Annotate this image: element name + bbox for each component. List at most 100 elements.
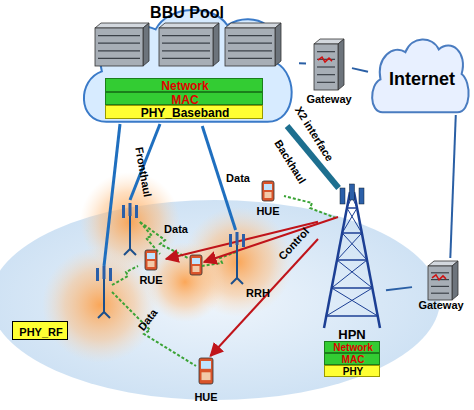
art-line — [98, 50, 140, 51]
node-label: RRH — [246, 288, 270, 299]
art-rect — [109, 268, 112, 281]
network-element: Gateway — [306, 36, 352, 106]
art-rect — [262, 181, 274, 201]
art-line — [342, 233, 367, 260]
art-rect — [135, 205, 138, 218]
protocol-layer-band: MAC — [105, 92, 263, 105]
connector — [386, 287, 412, 290]
art-polyline — [112, 266, 138, 285]
diagram-label: Data — [226, 173, 250, 184]
art-line — [162, 50, 210, 51]
connector — [299, 62, 306, 64]
connector — [210, 239, 318, 356]
network-element: Gateway — [412, 258, 470, 312]
connector — [450, 115, 455, 258]
protocol-layer-band: Network — [324, 341, 380, 353]
art-rect — [314, 44, 338, 90]
art-line — [326, 315, 377, 317]
node-label: HPN — [338, 328, 365, 341]
wireless-data-link — [112, 196, 336, 366]
art-path — [318, 57, 332, 62]
diagram-label: Data — [164, 224, 188, 235]
art-path — [372, 39, 468, 112]
art-polygon — [275, 23, 281, 66]
art-line — [162, 43, 210, 44]
art-line — [337, 233, 362, 260]
art-rect — [96, 268, 99, 281]
art-rect — [340, 188, 345, 204]
art-polyline — [140, 222, 160, 254]
art-rect — [129, 203, 132, 216]
node-label: Network — [333, 343, 372, 353]
art-line — [342, 208, 357, 233]
art-polygon — [338, 39, 344, 90]
art-rect — [95, 28, 143, 66]
art-rect — [145, 250, 157, 270]
art-line — [98, 312, 104, 318]
art-line — [332, 287, 373, 289]
node-label: Network — [161, 80, 208, 92]
network-element: RRH — [225, 230, 275, 300]
art-line — [431, 272, 449, 273]
network-element: BBU PoolNetworkMACPHY_Baseband — [75, 0, 299, 126]
art-line — [162, 35, 210, 36]
art-rect — [264, 184, 272, 190]
node-label: MAC — [171, 94, 198, 106]
art-rect — [236, 232, 239, 245]
node-label: PHY_RF — [19, 326, 62, 337]
art-rect — [147, 253, 155, 259]
art-polygon — [452, 261, 458, 300]
art-line — [332, 288, 378, 316]
art-line — [337, 260, 372, 288]
node-label: Internet — [389, 70, 455, 88]
art-polyline — [284, 196, 336, 218]
phone-icon — [190, 255, 202, 275]
node-label: Gateway — [418, 300, 463, 311]
node-label: MAC — [342, 355, 365, 365]
node-label: Gateway — [306, 94, 351, 105]
art-line — [130, 249, 136, 255]
art-line — [228, 35, 272, 36]
art-line — [337, 259, 367, 261]
art-polyline — [202, 252, 236, 266]
node-label: BBU Pool — [150, 5, 224, 21]
node-label: HUE — [256, 206, 279, 217]
network-element: Internet — [368, 33, 472, 115]
art-rect — [122, 205, 125, 218]
art-rect — [193, 266, 200, 272]
art-line — [124, 249, 130, 255]
protocol-layer-band: PHY_Baseband — [105, 105, 263, 119]
art-line — [237, 278, 243, 284]
art-rect — [225, 28, 275, 66]
art-rect — [190, 255, 202, 275]
rrh-tower — [96, 266, 112, 318]
art-polygon — [95, 23, 149, 28]
art-polygon — [225, 23, 281, 28]
art-line — [332, 260, 367, 288]
art-line — [317, 74, 335, 75]
cell-glow — [42, 247, 158, 363]
art-line — [317, 82, 335, 83]
node-label: RUE — [139, 275, 162, 286]
art-line — [98, 35, 140, 36]
network-element: RUE — [136, 250, 166, 286]
art-line — [228, 50, 272, 51]
art-line — [228, 43, 272, 44]
art-polygon — [159, 23, 219, 28]
protocol-layer-band: MAC — [324, 353, 380, 365]
art-polygon — [143, 23, 149, 66]
art-rect — [428, 266, 452, 300]
art-line — [162, 58, 210, 59]
network-element: HPNNetworkMACPHY — [318, 188, 386, 380]
art-rect — [192, 258, 200, 264]
art-line — [129, 213, 131, 249]
art-rect — [359, 188, 364, 204]
art-rect — [148, 261, 155, 267]
art-rect — [159, 28, 213, 66]
art-polyline — [112, 292, 196, 366]
art-line — [431, 286, 449, 287]
node-label: PHY_Baseband — [141, 107, 230, 119]
art-line — [228, 58, 272, 59]
protocol-layer-band: PHY_RF — [12, 321, 68, 340]
